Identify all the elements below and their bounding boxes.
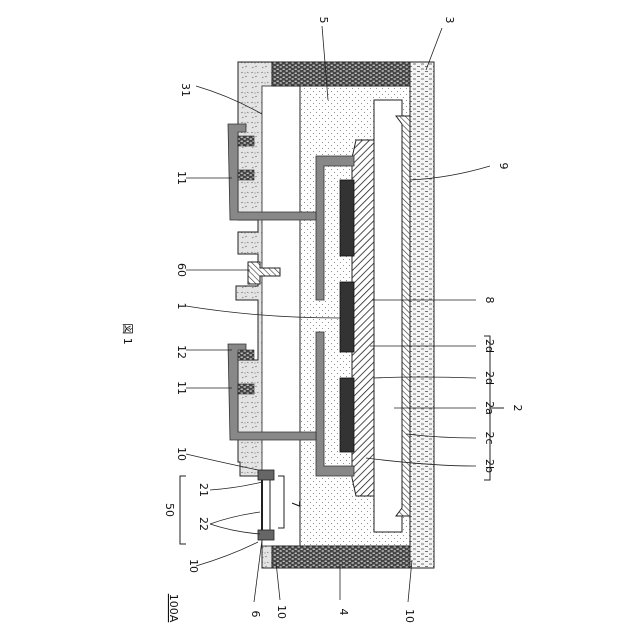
chip-1 bbox=[340, 282, 354, 352]
label-8: 8 bbox=[483, 297, 496, 304]
label-6: 6 bbox=[249, 611, 262, 618]
label-10-b: 10 bbox=[187, 559, 200, 573]
label-50: 50 bbox=[163, 503, 176, 517]
label-1: 1 bbox=[175, 303, 188, 310]
label-10-d: 10 bbox=[403, 609, 416, 623]
label-11-upper: 11 bbox=[175, 171, 188, 185]
label-31: 31 bbox=[179, 83, 192, 97]
label-9: 9 bbox=[497, 163, 510, 170]
label-3: 3 bbox=[443, 17, 456, 24]
seal-11-upper-a bbox=[238, 136, 254, 146]
label-11-lower: 11 bbox=[175, 381, 188, 395]
label-22: 22 bbox=[197, 517, 210, 531]
seal-11-upper-b bbox=[238, 170, 254, 180]
chip-bottom bbox=[340, 378, 354, 452]
label-100A: 100A bbox=[167, 594, 180, 623]
wall-4 bbox=[272, 546, 410, 568]
substrate-2a bbox=[374, 100, 402, 532]
wall-top bbox=[272, 62, 410, 86]
label-2d-top: 2d bbox=[483, 339, 496, 353]
label-7: 7 bbox=[289, 501, 302, 508]
label-5: 5 bbox=[317, 17, 330, 24]
label-2: 2 bbox=[511, 405, 524, 412]
base-plate-3 bbox=[410, 62, 434, 568]
label-2a: 2a bbox=[483, 401, 496, 415]
figure-title: 図 1 bbox=[121, 323, 134, 345]
label-4: 4 bbox=[337, 609, 350, 616]
label-2b: 2b bbox=[483, 459, 496, 473]
seal-12 bbox=[238, 350, 254, 360]
label-12: 12 bbox=[175, 345, 188, 359]
label-10-a: 10 bbox=[175, 447, 188, 461]
label-21: 21 bbox=[197, 483, 210, 497]
label-60: 60 bbox=[175, 263, 188, 277]
seal-11-lower-b bbox=[238, 384, 254, 394]
label-2c: 2c bbox=[483, 431, 496, 444]
conductor-2b bbox=[352, 140, 374, 496]
bracket-50 bbox=[180, 476, 186, 544]
label-10-c: 10 bbox=[275, 605, 288, 619]
label-2d-bottom: 2d bbox=[483, 371, 496, 385]
chip-top bbox=[340, 180, 354, 256]
